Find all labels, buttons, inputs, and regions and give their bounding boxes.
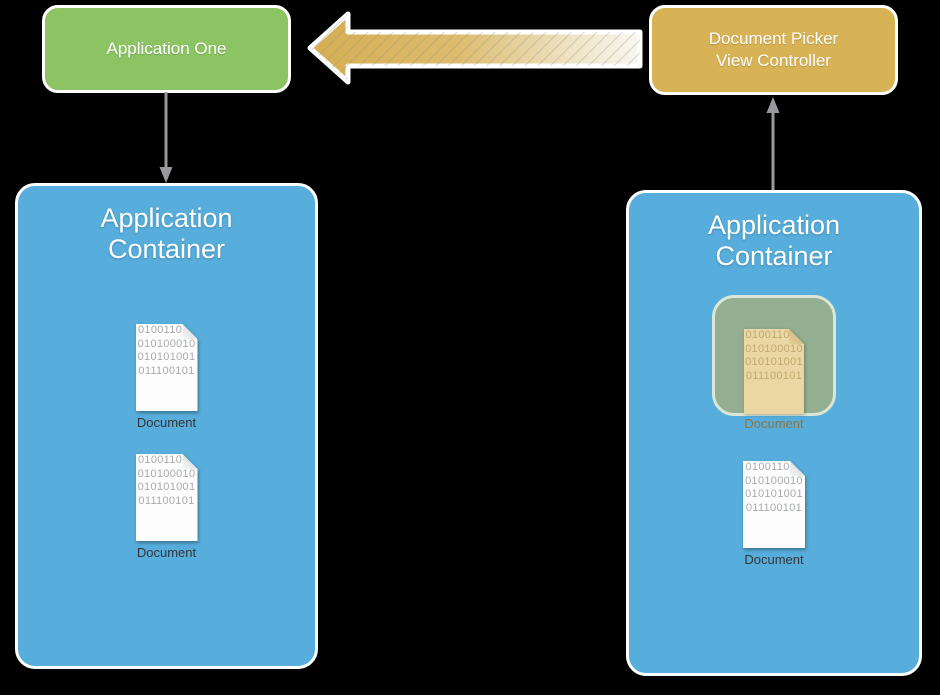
document-label: Document bbox=[744, 416, 804, 431]
document-item: 010011010 010100010 010101001 011100101 … bbox=[743, 435, 805, 567]
document-icon: 010011010 010100010 010101001 011100101 bbox=[135, 428, 198, 541]
document-binary-text: 010011010 010100010 010101001 011100101 bbox=[137, 454, 196, 507]
up-arrow-icon bbox=[766, 97, 780, 190]
page-fold-icon bbox=[790, 461, 805, 476]
document-item: 010011010 010100010 010101001 011100101 … bbox=[135, 428, 198, 560]
document-picker-label-line1: Document Picker bbox=[708, 29, 839, 48]
document-icon: 010011010 010100010 010101001 011100101 bbox=[135, 298, 198, 411]
document-picker-node: Document Picker View Controller bbox=[649, 5, 898, 95]
document-item: 010011010 010100010 010101001 011100101 … bbox=[135, 298, 198, 430]
selected-document-highlight: 010011010 010100010 010101001 011100101 … bbox=[712, 295, 836, 431]
document-binary-text: 010011010 010100010 010101001 011100101 bbox=[137, 324, 196, 377]
application-one-label: Application One bbox=[106, 39, 227, 58]
document-icon: 010011010 010100010 010101001 011100101 bbox=[743, 435, 805, 548]
page-fold-icon bbox=[182, 324, 198, 339]
right-application-container: Application Container 010011010 01010001… bbox=[626, 190, 922, 676]
document-transfer-arrow-icon bbox=[302, 8, 648, 92]
document-icon: 010011010 010100010 010101001 011100101 bbox=[744, 305, 804, 414]
page-fold-icon bbox=[182, 454, 198, 469]
document-binary-text: 010011010 010100010 010101001 011100101 bbox=[745, 329, 803, 382]
document-binary-text: 010011010 010100010 010101001 011100101 bbox=[745, 461, 803, 514]
application-one-node: Application One bbox=[42, 5, 291, 93]
left-application-container: Application Container 010011010 01010001… bbox=[15, 183, 318, 669]
right-container-title: Application Container bbox=[707, 210, 841, 271]
down-arrow-icon bbox=[159, 92, 173, 183]
document-label: Document bbox=[136, 545, 197, 560]
document-picker-label-line2: View Controller bbox=[716, 51, 831, 70]
document-label: Document bbox=[136, 415, 197, 430]
page-fold-icon bbox=[789, 329, 804, 344]
document-label: Document bbox=[744, 552, 804, 567]
left-container-title: Application Container bbox=[100, 203, 233, 264]
